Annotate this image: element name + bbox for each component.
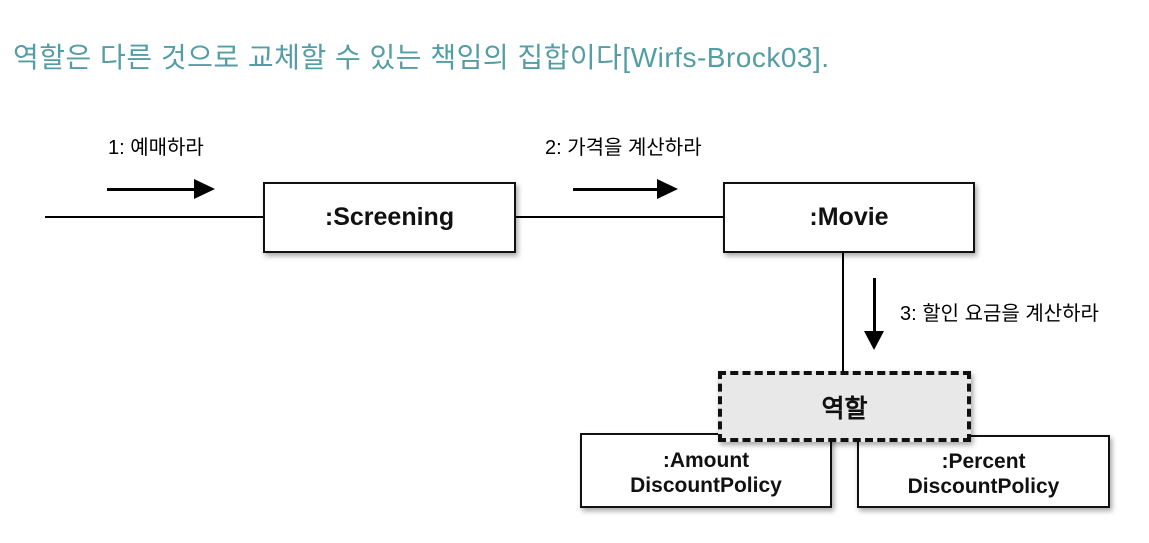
arrow-shaft (107, 187, 198, 191)
node-role-dashed: 역할 (718, 371, 971, 442)
message-2-arrow-icon (573, 179, 678, 199)
node-amount-label-line1: :Amount (662, 448, 750, 472)
node-screening: :Screening (263, 182, 516, 253)
arrow-shaft (872, 278, 876, 334)
arrow-head-down-icon (864, 331, 884, 350)
screening-movie-link-line (516, 216, 723, 218)
message-3-arrow-icon (864, 278, 884, 350)
node-screening-label: :Screening (324, 203, 455, 231)
node-amount-discount-policy: :Amount DiscountPolicy (580, 433, 832, 508)
node-percent-label-line1: :Percent (941, 449, 1026, 473)
message-3-label: 3: 할인 요금을 계산하라 (900, 303, 1099, 325)
node-role-label: 역할 (821, 394, 868, 423)
message-2-label: 2: 가격을 계산하라 (545, 137, 702, 159)
node-amount-label-line2: DiscountPolicy (630, 473, 782, 497)
incoming-link-line (45, 216, 263, 218)
caption-text: 역할은 다른 것으로 교체할 수 있는 책임의 집합이다[Wirfs-Brock… (13, 42, 830, 73)
node-percent-discount-policy: :Percent DiscountPolicy (857, 435, 1110, 508)
arrow-shaft (573, 187, 661, 191)
node-movie-label: :Movie (809, 203, 889, 231)
movie-role-link-line (842, 253, 844, 372)
node-percent-label-line2: DiscountPolicy (907, 474, 1060, 498)
message-1-arrow-icon (107, 179, 215, 199)
message-1-label: 1: 예매하라 (108, 137, 204, 159)
node-movie: :Movie (723, 182, 975, 253)
arrow-head-right-icon (657, 179, 678, 199)
arrow-head-right-icon (194, 179, 215, 199)
